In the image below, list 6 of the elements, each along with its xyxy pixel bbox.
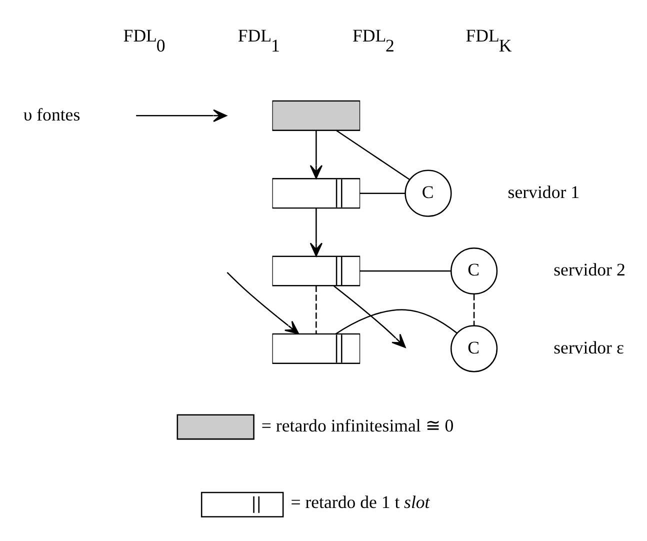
legend-label: = retardo de 1 t slot [290,492,430,512]
label: υ fontes [23,104,80,124]
node-label: servidor 2 [554,259,626,280]
node-label: servidor 1 [508,182,580,202]
node-label: servidor ε [554,336,624,357]
legend-label: = retardo infinitesimal ≅ 0 [261,415,454,436]
